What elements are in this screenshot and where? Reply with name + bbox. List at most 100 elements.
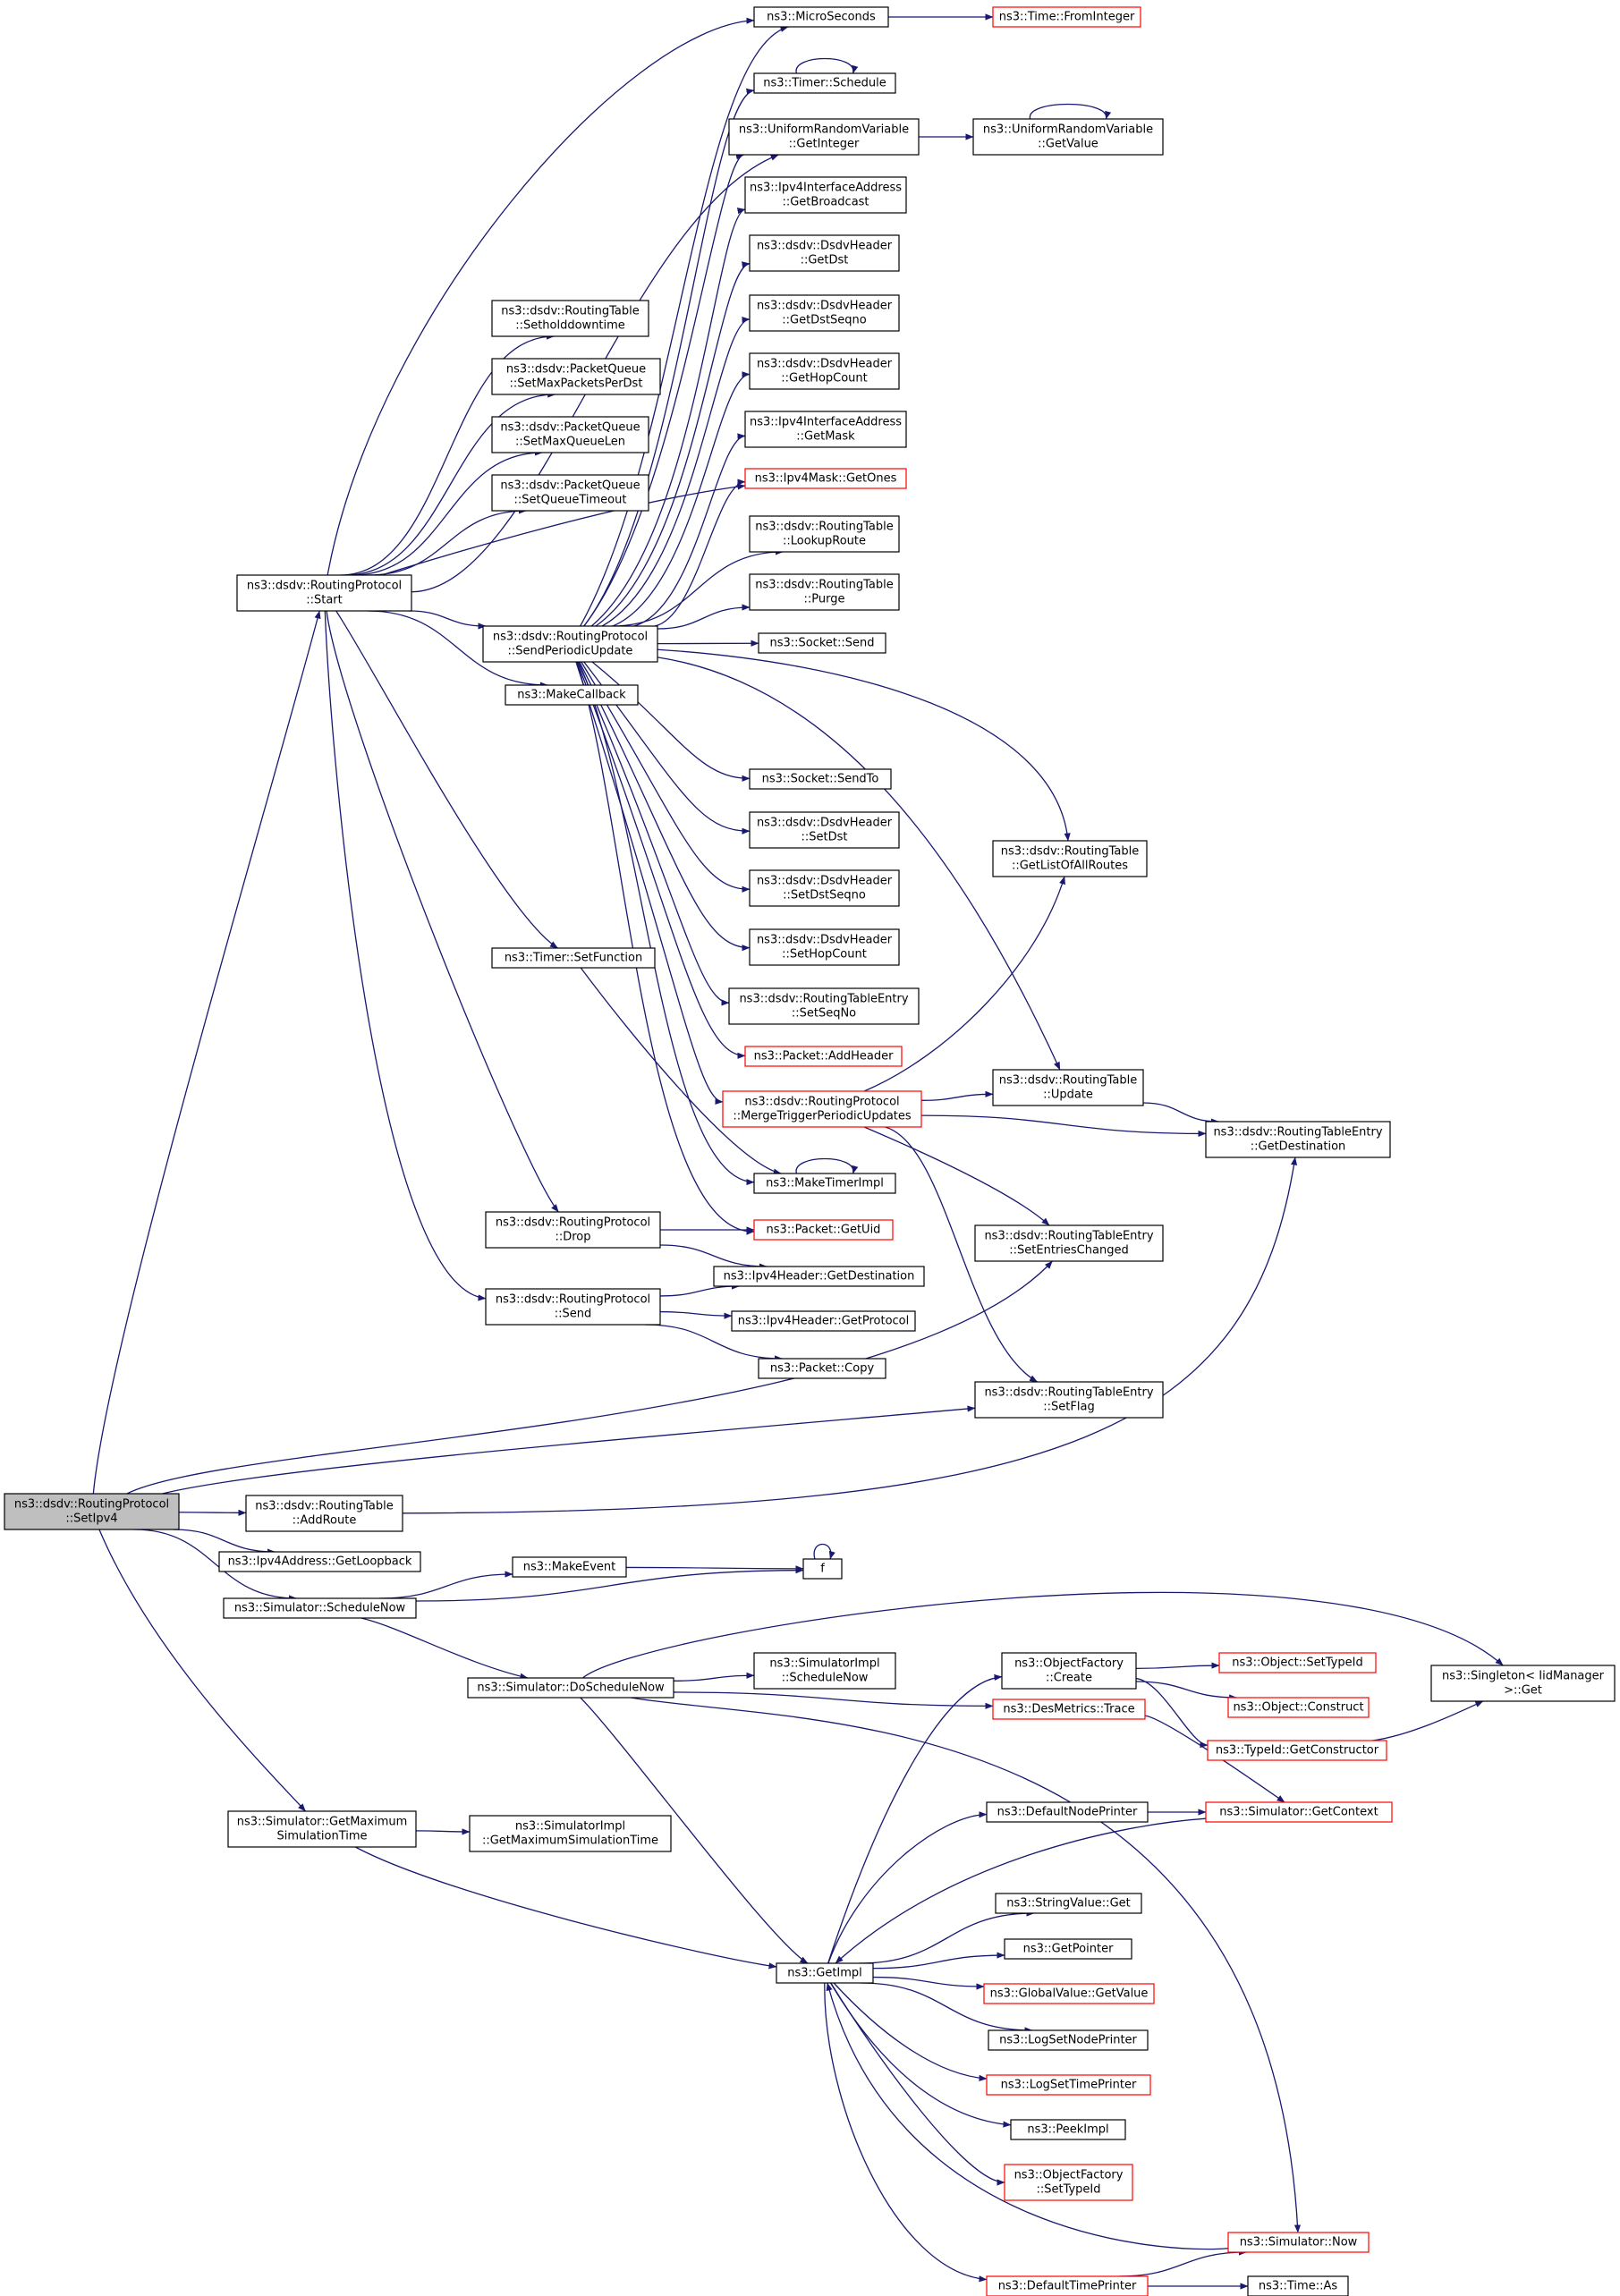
node-simnow[interactable]: ns3::Simulator::Now <box>1227 2232 1370 2253</box>
node-label-line: ns3::dsdv::RoutingProtocol <box>744 1096 899 1109</box>
node-getones[interactable]: ns3::Ipv4Mask::GetOnes <box>744 468 907 489</box>
node-simimplgetmax[interactable]: ns3::SimulatorImpl::GetMaximumSimulation… <box>469 1815 672 1852</box>
node-setentrieschanged[interactable]: ns3::dsdv::RoutingTableEntry::SetEntries… <box>974 1224 1164 1262</box>
node-lookuproute[interactable]: ns3::dsdv::RoutingTable::LookupRoute <box>749 515 900 553</box>
node-drop[interactable]: ns3::dsdv::RoutingProtocol::Drop <box>485 1211 661 1249</box>
node-getimpl[interactable]: ns3::GetImpl <box>776 1962 874 1984</box>
node-simgetcontext[interactable]: ns3::Simulator::GetContext <box>1205 1801 1393 1823</box>
node-gethopcount[interactable]: ns3::dsdv::DsdvHeader::GetHopCount <box>749 352 900 390</box>
node-label-line: ::SendPeriodicUpdate <box>508 645 633 658</box>
node-purge[interactable]: ns3::dsdv::RoutingTable::Purge <box>749 573 900 611</box>
node-setmaxqueue[interactable]: ns3::dsdv::PacketQueue::SetMaxQueueLen <box>491 416 649 453</box>
node-label-line: ::SetEntriesChanged <box>1009 1244 1128 1258</box>
node-microseconds[interactable]: ns3::MicroSeconds <box>753 6 889 28</box>
node-getlistroutes[interactable]: ns3::dsdv::RoutingTable::GetListOfAllRou… <box>992 840 1148 877</box>
node-peekimpl[interactable]: ns3::PeekImpl <box>1010 2119 1126 2140</box>
node-maketimerimpl[interactable]: ns3::MakeTimerImpl <box>753 1173 896 1194</box>
node-desmetricstrace[interactable]: ns3::DesMetrics::Trace <box>992 1699 1146 1720</box>
node-addheader[interactable]: ns3::Packet::AddHeader <box>744 1046 903 1067</box>
edge-getmaxsim-to-getimpl <box>355 1846 777 1970</box>
node-timersetfunc[interactable]: ns3::Timer::SetFunction <box>491 947 656 969</box>
node-frominteger[interactable]: ns3::Time::FromInteger <box>992 6 1141 28</box>
node-setdstseqno[interactable]: ns3::dsdv::DsdvHeader::SetDstSeqno <box>749 869 900 907</box>
node-simimplschedulenow[interactable]: ns3::SimulatorImpl::ScheduleNow <box>753 1652 896 1690</box>
node-start[interactable]: ns3::dsdv::RoutingProtocol::Start <box>236 574 412 612</box>
node-box <box>753 72 896 94</box>
node-objfactorysettypeid[interactable]: ns3::ObjectFactory::SetTypeId <box>1004 2164 1133 2201</box>
node-box <box>753 1173 896 1194</box>
node-getloopback[interactable]: ns3::Ipv4Address::GetLoopback <box>218 1551 421 1572</box>
node-label-line: ns3::Ipv4Header::GetProtocol <box>738 1315 910 1328</box>
edge-objfactorycreate-to-typeidgetctor <box>1135 1677 1209 1749</box>
node-urvgetinteger[interactable]: ns3::UniformRandomVariable::GetInteger <box>728 118 920 156</box>
node-box <box>986 2275 1149 2296</box>
node-ipv4hdrgetproto[interactable]: ns3::Ipv4Header::GetProtocol <box>731 1310 916 1332</box>
node-objsettypeid[interactable]: ns3::Object::SetTypeId <box>1218 1652 1377 1673</box>
node-getpointer[interactable]: ns3::GetPointer <box>1004 1938 1132 1960</box>
node-setmaxpackets[interactable]: ns3::dsdv::PacketQueue::SetMaxPacketsPer… <box>491 358 661 395</box>
node-box <box>1227 1697 1370 1718</box>
node-schedulenow[interactable]: ns3::Simulator::ScheduleNow <box>223 1597 417 1619</box>
node-label-line: ::Start <box>306 594 343 607</box>
node-getmask[interactable]: ns3::Ipv4InterfaceAddress::GetMask <box>744 411 907 448</box>
node-defaulttimeprinter[interactable]: ns3::DefaultTimePrinter <box>986 2275 1149 2296</box>
node-f[interactable]: f <box>802 1558 843 1580</box>
node-timerschedule[interactable]: ns3::Timer::Schedule <box>753 72 896 94</box>
node-getuid[interactable]: ns3::Packet::GetUid <box>753 1219 894 1241</box>
node-label-line: ns3::Timer::Schedule <box>763 77 886 90</box>
node-ipv4hdrgetdest[interactable]: ns3::Ipv4Header::GetDestination <box>713 1266 925 1287</box>
edge-mergetrigger-to-setentrieschanged <box>863 1126 1050 1226</box>
node-getbroadcast[interactable]: ns3::Ipv4InterfaceAddress::GetBroadcast <box>744 176 907 214</box>
node-box <box>744 1046 903 1067</box>
node-objfactorycreate[interactable]: ns3::ObjectFactory::Create <box>1001 1652 1137 1690</box>
node-sendperiodic[interactable]: ns3::dsdv::RoutingProtocol::SendPeriodic… <box>482 625 658 663</box>
node-makecallback[interactable]: ns3::MakeCallback <box>505 684 639 706</box>
node-setdst[interactable]: ns3::dsdv::DsdvHeader::SetDst <box>749 811 900 849</box>
node-label-line: ns3::dsdv::RoutingProtocol <box>496 1293 650 1307</box>
node-label-line: ns3::GetPointer <box>1023 1943 1114 1956</box>
node-label-line: ::SetDst <box>802 831 848 844</box>
node-setholddown[interactable]: ns3::dsdv::RoutingTable::Setholddowntime <box>491 300 649 337</box>
node-label-line: ns3::dsdv::RoutingTable <box>1001 845 1140 859</box>
node-box <box>749 811 900 849</box>
node-logsetnodeprinter[interactable]: ns3::LogSetNodePrinter <box>988 2029 1149 2051</box>
node-box <box>1010 2119 1126 2140</box>
node-getmaxsim[interactable]: ns3::Simulator::GetMaximumSimulationTime <box>227 1810 417 1848</box>
node-urvgetvalue[interactable]: ns3::UniformRandomVariable::GetValue <box>972 118 1164 156</box>
node-box <box>223 1597 417 1619</box>
node-rtegetdest[interactable]: ns3::dsdv::RoutingTableEntry::GetDestina… <box>1205 1121 1391 1158</box>
node-singletonget[interactable]: ns3::Singleton< IidManager >::Get <box>1430 1665 1616 1702</box>
node-objconstruct[interactable]: ns3::Object::Construct <box>1227 1697 1370 1718</box>
node-box <box>744 411 907 448</box>
node-mergetrigger[interactable]: ns3::dsdv::RoutingProtocol::MergeTrigger… <box>722 1090 922 1128</box>
node-rtupdate[interactable]: ns3::dsdv::RoutingTable::Update <box>992 1069 1144 1106</box>
node-packetcopy[interactable]: ns3::Packet::Copy <box>758 1358 886 1379</box>
node-timeas[interactable]: ns3::Time::As <box>1247 2275 1349 2296</box>
edge-start-to-setmaxpackets <box>344 391 556 576</box>
node-typeidgetctor[interactable]: ns3::TypeId::GetConstructor <box>1207 1740 1387 1761</box>
node-sendto[interactable]: ns3::Socket::SendTo <box>749 768 892 790</box>
node-socketsend[interactable]: ns3::Socket::Send <box>758 632 886 654</box>
node-box <box>988 2029 1149 2051</box>
node-addroute[interactable]: ns3::dsdv::RoutingTable::AddRoute <box>245 1495 403 1532</box>
node-setseqno[interactable]: ns3::dsdv::RoutingTableEntry::SetSeqNo <box>728 987 920 1025</box>
node-getdstseqno[interactable]: ns3::dsdv::DsdvHeader::GetDstSeqno <box>749 294 900 332</box>
node-stringvalueget[interactable]: ns3::StringValue::Get <box>995 1893 1142 1914</box>
node-label-line: ns3::UniformRandomVariable <box>739 123 909 137</box>
node-logsettimeprinter[interactable]: ns3::LogSetTimePrinter <box>986 2074 1151 2096</box>
edge-mergetrigger-to-rtegetdest <box>920 1114 1207 1138</box>
edge-start-to-urvgetinteger <box>411 154 779 593</box>
node-sethopcount[interactable]: ns3::dsdv::DsdvHeader::SetHopCount <box>749 928 900 966</box>
node-setflag[interactable]: ns3::dsdv::RoutingTableEntry::SetFlag <box>974 1381 1164 1419</box>
edge-getimpl-to-logsetnodeprinter <box>860 1982 1033 2034</box>
node-makeevent[interactable]: ns3::MakeEvent <box>512 1556 627 1578</box>
edge-sendperiodic-to-setseqno <box>577 661 730 1006</box>
node-defaultnodeprinter[interactable]: ns3::DefaultNodePrinter <box>986 1801 1149 1823</box>
node-send[interactable]: ns3::dsdv::RoutingProtocol::Send <box>485 1288 661 1326</box>
node-getdst[interactable]: ns3::dsdv::DsdvHeader::GetDst <box>749 234 900 272</box>
node-setqueuetimeout[interactable]: ns3::dsdv::PacketQueue::SetQueueTimeout <box>491 474 649 512</box>
node-box <box>986 2074 1151 2096</box>
node-doschedulenow[interactable]: ns3::Simulator::DoScheduleNow <box>467 1677 674 1699</box>
node-setipv4[interactable]: ns3::dsdv::RoutingProtocol::SetIpv4 <box>4 1493 180 1530</box>
node-globalvaluegetvalue[interactable]: ns3::GlobalValue::GetValue <box>983 1983 1155 2004</box>
